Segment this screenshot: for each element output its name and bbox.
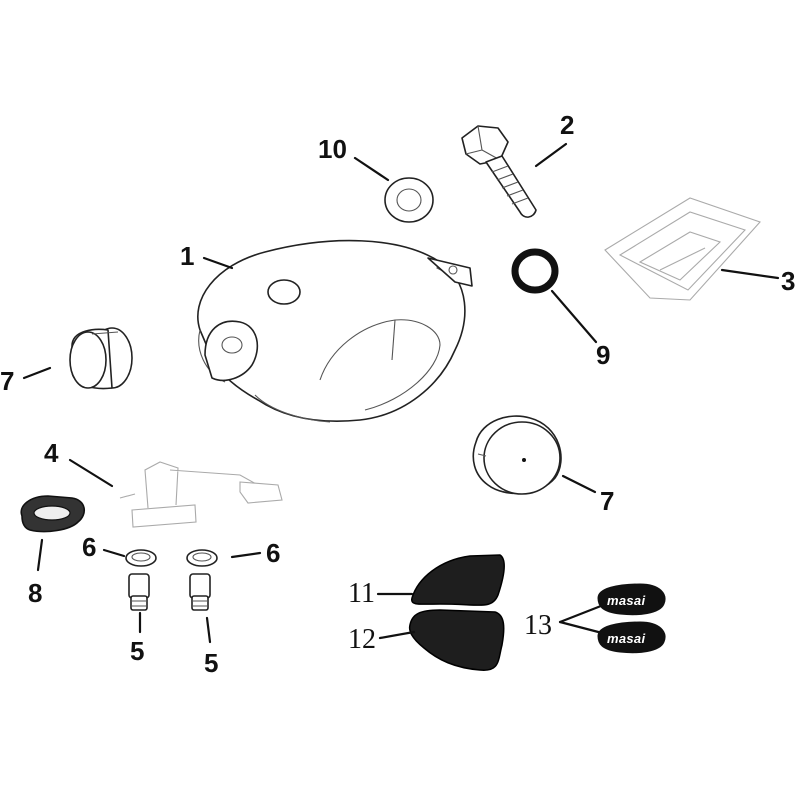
callout-8: 8 xyxy=(28,578,42,608)
callout-3: 3 xyxy=(781,266,795,296)
callout-5-right: 5 xyxy=(204,648,218,678)
callout-11: 11 xyxy=(348,578,375,609)
callout-2: 2 xyxy=(560,110,574,140)
washer-left xyxy=(125,549,157,567)
fuel-tank xyxy=(197,239,473,423)
callout-6-left: 6 xyxy=(82,532,96,562)
decal-bottom-brand: masai xyxy=(607,631,645,646)
callout-13: 13 xyxy=(524,610,552,641)
callout-4: 4 xyxy=(44,438,59,468)
callout-7-right: 7 xyxy=(600,486,614,516)
decal-top-brand: masai xyxy=(607,593,645,608)
o-ring xyxy=(511,248,559,294)
grommet-right xyxy=(472,415,562,495)
callout-6-right: 6 xyxy=(266,538,280,568)
knee-panel-upper xyxy=(411,554,505,606)
callout-7-left: 7 xyxy=(0,366,14,396)
washer-right xyxy=(186,549,218,567)
callout-10: 10 xyxy=(318,134,347,164)
rubber-pad xyxy=(20,495,85,533)
decal-top: masai xyxy=(597,583,666,616)
knee-panel-lower xyxy=(408,609,505,671)
callout-numbers: 1 2 3 4 5 5 6 6 7 7 8 9 10 11 12 13 xyxy=(0,110,795,678)
leader-lines xyxy=(22,142,780,644)
callout-1: 1 xyxy=(180,241,194,271)
screw-right xyxy=(189,573,211,611)
screw-left xyxy=(128,573,150,611)
callout-12: 12 xyxy=(348,624,376,655)
washer-top xyxy=(384,177,434,223)
decal-bottom: masai xyxy=(597,621,666,654)
bracket-plate xyxy=(604,197,761,301)
grommet-left xyxy=(69,327,133,390)
fuel-sender xyxy=(119,461,283,528)
callout-5-left: 5 xyxy=(130,636,144,666)
bolt xyxy=(461,125,537,218)
callout-9: 9 xyxy=(596,340,610,370)
